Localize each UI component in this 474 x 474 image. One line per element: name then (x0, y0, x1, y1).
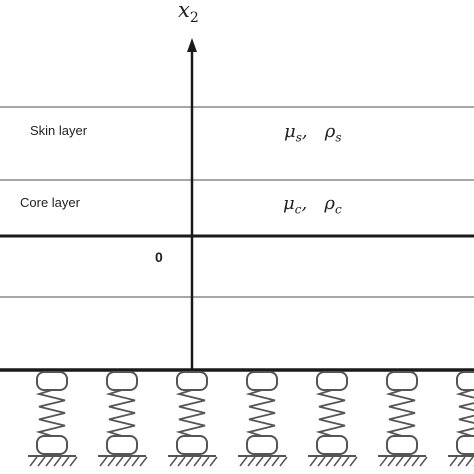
x2-axis-label: x2 (178, 0, 199, 27)
spring-element (98, 371, 148, 467)
spring-foundation (28, 371, 474, 467)
spring-element (308, 371, 358, 467)
spring-element (238, 371, 288, 467)
x2-axis-arrowhead (187, 38, 197, 52)
core-layer-label: Core layer (20, 195, 80, 210)
core-layer-properties: μc, ρc (283, 193, 342, 217)
spring-element (448, 371, 474, 467)
spring-element (378, 371, 428, 467)
skin-layer-label: Skin layer (30, 123, 88, 138)
origin-label: 0 (155, 249, 163, 265)
spring-element (28, 371, 78, 467)
skin-layer-properties: μs, ρs (284, 121, 342, 145)
spring-element (168, 371, 218, 467)
